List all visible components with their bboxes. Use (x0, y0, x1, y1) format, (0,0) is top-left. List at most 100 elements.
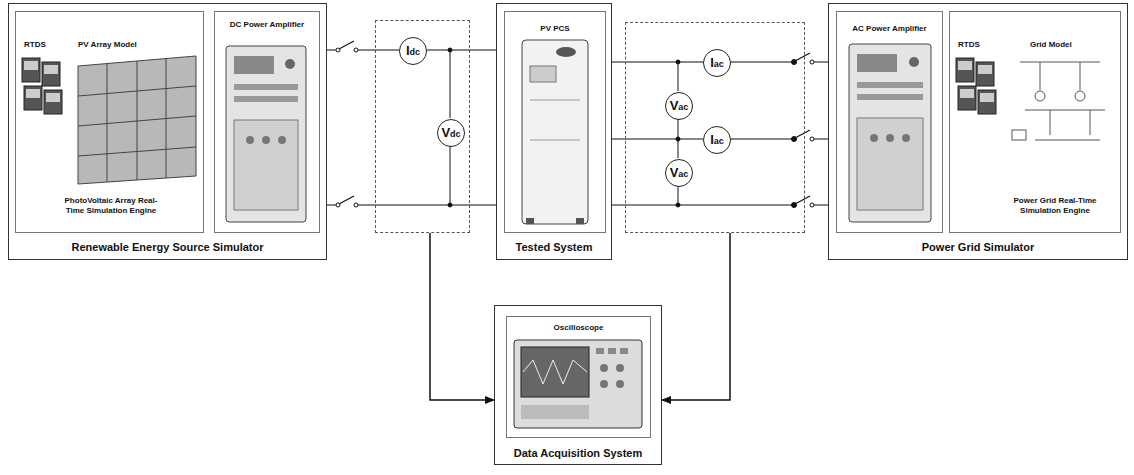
solar-panel-image (78, 56, 196, 184)
voltage-probe-wire (448, 48, 680, 207)
rtds-rack-image (26, 89, 40, 98)
box-label: PV PCS (509, 24, 601, 34)
grid-model-schematic (1025, 110, 1105, 111)
rtds-rack-image (24, 86, 42, 110)
switch-contact (810, 60, 814, 64)
switch-contact (792, 203, 797, 208)
rtds-rack-image (46, 93, 60, 102)
simulator-box: Power Grid Simulator AC Power AmplifierRT… (828, 3, 1128, 260)
grid-model-schematic (1012, 130, 1026, 140)
ac-amplifier-image (886, 134, 894, 142)
pcs-panel: PV PCS (504, 11, 606, 233)
rtds-rack-image (22, 58, 40, 82)
ac-amplifier-image (857, 54, 897, 72)
ac-amplifier-image (857, 94, 923, 100)
solar-panel-image (78, 86, 196, 96)
voltage-sensor: Vdc (437, 119, 465, 147)
solar-panel-image (166, 58, 167, 178)
rtds-rack-image (42, 62, 60, 86)
sensor-label: Iac (704, 127, 730, 153)
grid-model-schematic (1035, 140, 1100, 141)
dc-amplifier-image (234, 56, 274, 74)
ac-amplifier-image (857, 82, 923, 88)
grid-model-schematic (1080, 62, 1081, 90)
tested-system-box: Tested System PV PCS (496, 3, 612, 260)
rtds-rack-image (44, 65, 58, 74)
oscilloscope-image (514, 340, 642, 428)
oscilloscope-image (596, 348, 604, 354)
box-label: Oscilloscope (511, 323, 646, 333)
rtds-rack-image (958, 86, 976, 110)
grid-model-schematic (1040, 62, 1041, 90)
oscilloscope-image (600, 364, 608, 372)
rtds-rack-image (956, 58, 974, 82)
oscilloscope-image (600, 380, 608, 388)
oscilloscope-image (523, 360, 587, 384)
box-label: DC Power Amplifier (223, 20, 311, 30)
pv-pcs-cabinet-image (526, 218, 534, 224)
sensor-label: Iac (704, 50, 730, 76)
rtds-rack-image (24, 61, 38, 70)
ac-amplifier-image (902, 134, 910, 142)
rtds-rack-image (956, 58, 996, 114)
grid-model-schematic (1050, 110, 1051, 135)
sensor-label: Idc (400, 38, 426, 64)
pv-pcs-cabinet-image (522, 40, 588, 224)
oscilloscope-image (616, 380, 624, 388)
pv-pcs-cabinet-image (530, 66, 556, 82)
voltage-sensor: Vac (665, 92, 693, 120)
current-sensor: Idc (399, 37, 427, 65)
switch-contact (336, 203, 340, 207)
switch-contact (810, 203, 814, 207)
dc-amplifier-image (234, 120, 298, 210)
grid-model-schematic (1090, 110, 1091, 135)
oscilloscope-image (514, 340, 642, 428)
rtds-rack-image (960, 89, 974, 98)
pv-pcs-cabinet-image (530, 140, 580, 141)
box-label: Grid Model (1030, 40, 1110, 50)
oscilloscope-image (616, 364, 624, 372)
switch-contact (810, 137, 814, 141)
box-label: RTDS (24, 40, 68, 50)
ac-amplifier-image (849, 44, 931, 222)
box-label: Tested System (497, 241, 611, 254)
box-label: PhotoVoltaic Array Real-Time Simulation … (56, 196, 166, 215)
box-label: PV Array Model (78, 40, 188, 50)
current-sensor: Iac (703, 49, 731, 77)
switch-contact (792, 137, 797, 142)
dc-amplifier-image (234, 96, 298, 102)
solar-panel-image (78, 147, 196, 156)
voltage-probe-wire (450, 146, 451, 205)
amplifier-panel: DC Power Amplifier (214, 11, 320, 233)
switch-contact (336, 48, 340, 52)
grid-model-schematic (1035, 91, 1045, 101)
box-label: Power Grid Simulator (829, 241, 1127, 254)
switch-contact (354, 203, 358, 207)
signal-arrow (662, 233, 730, 400)
rtds-rack-image (980, 93, 994, 102)
voltage-probe-wire (678, 62, 679, 91)
sensor-label: Vac (666, 93, 692, 119)
dc-amplifier-image (246, 136, 254, 144)
amplifier-panel: AC Power Amplifier (836, 11, 943, 233)
rtds-rack-image (978, 65, 992, 74)
switch-contact (792, 60, 797, 65)
dc-amplifier-image (226, 46, 306, 222)
solar-panel-image (78, 56, 196, 184)
oscilloscope-panel: Oscilloscope (506, 316, 651, 438)
measurement-group: IacVacIacVac (625, 22, 805, 233)
rtds-rack-image (976, 62, 994, 86)
signal-arrow (430, 233, 494, 400)
dc-amplifier-image (234, 84, 298, 90)
simulation-panel: RTDSGrid ModelPower Grid Real-Time Simul… (949, 11, 1121, 233)
simulator-box: Renewable Energy Source SimulatorRTDSPV … (8, 3, 327, 260)
box-label: Power Grid Real-Time Simulation Engine (1000, 196, 1110, 215)
grid-model-schematic (1075, 91, 1085, 101)
simulation-panel: RTDS PV Array ModelPhotoVoltaic Array Rea… (15, 11, 204, 233)
ac-amplifier-image (870, 134, 878, 142)
dc-amplifier-image (285, 59, 295, 69)
rtds-rack-image (978, 90, 996, 114)
solar-panel-image (78, 116, 196, 126)
